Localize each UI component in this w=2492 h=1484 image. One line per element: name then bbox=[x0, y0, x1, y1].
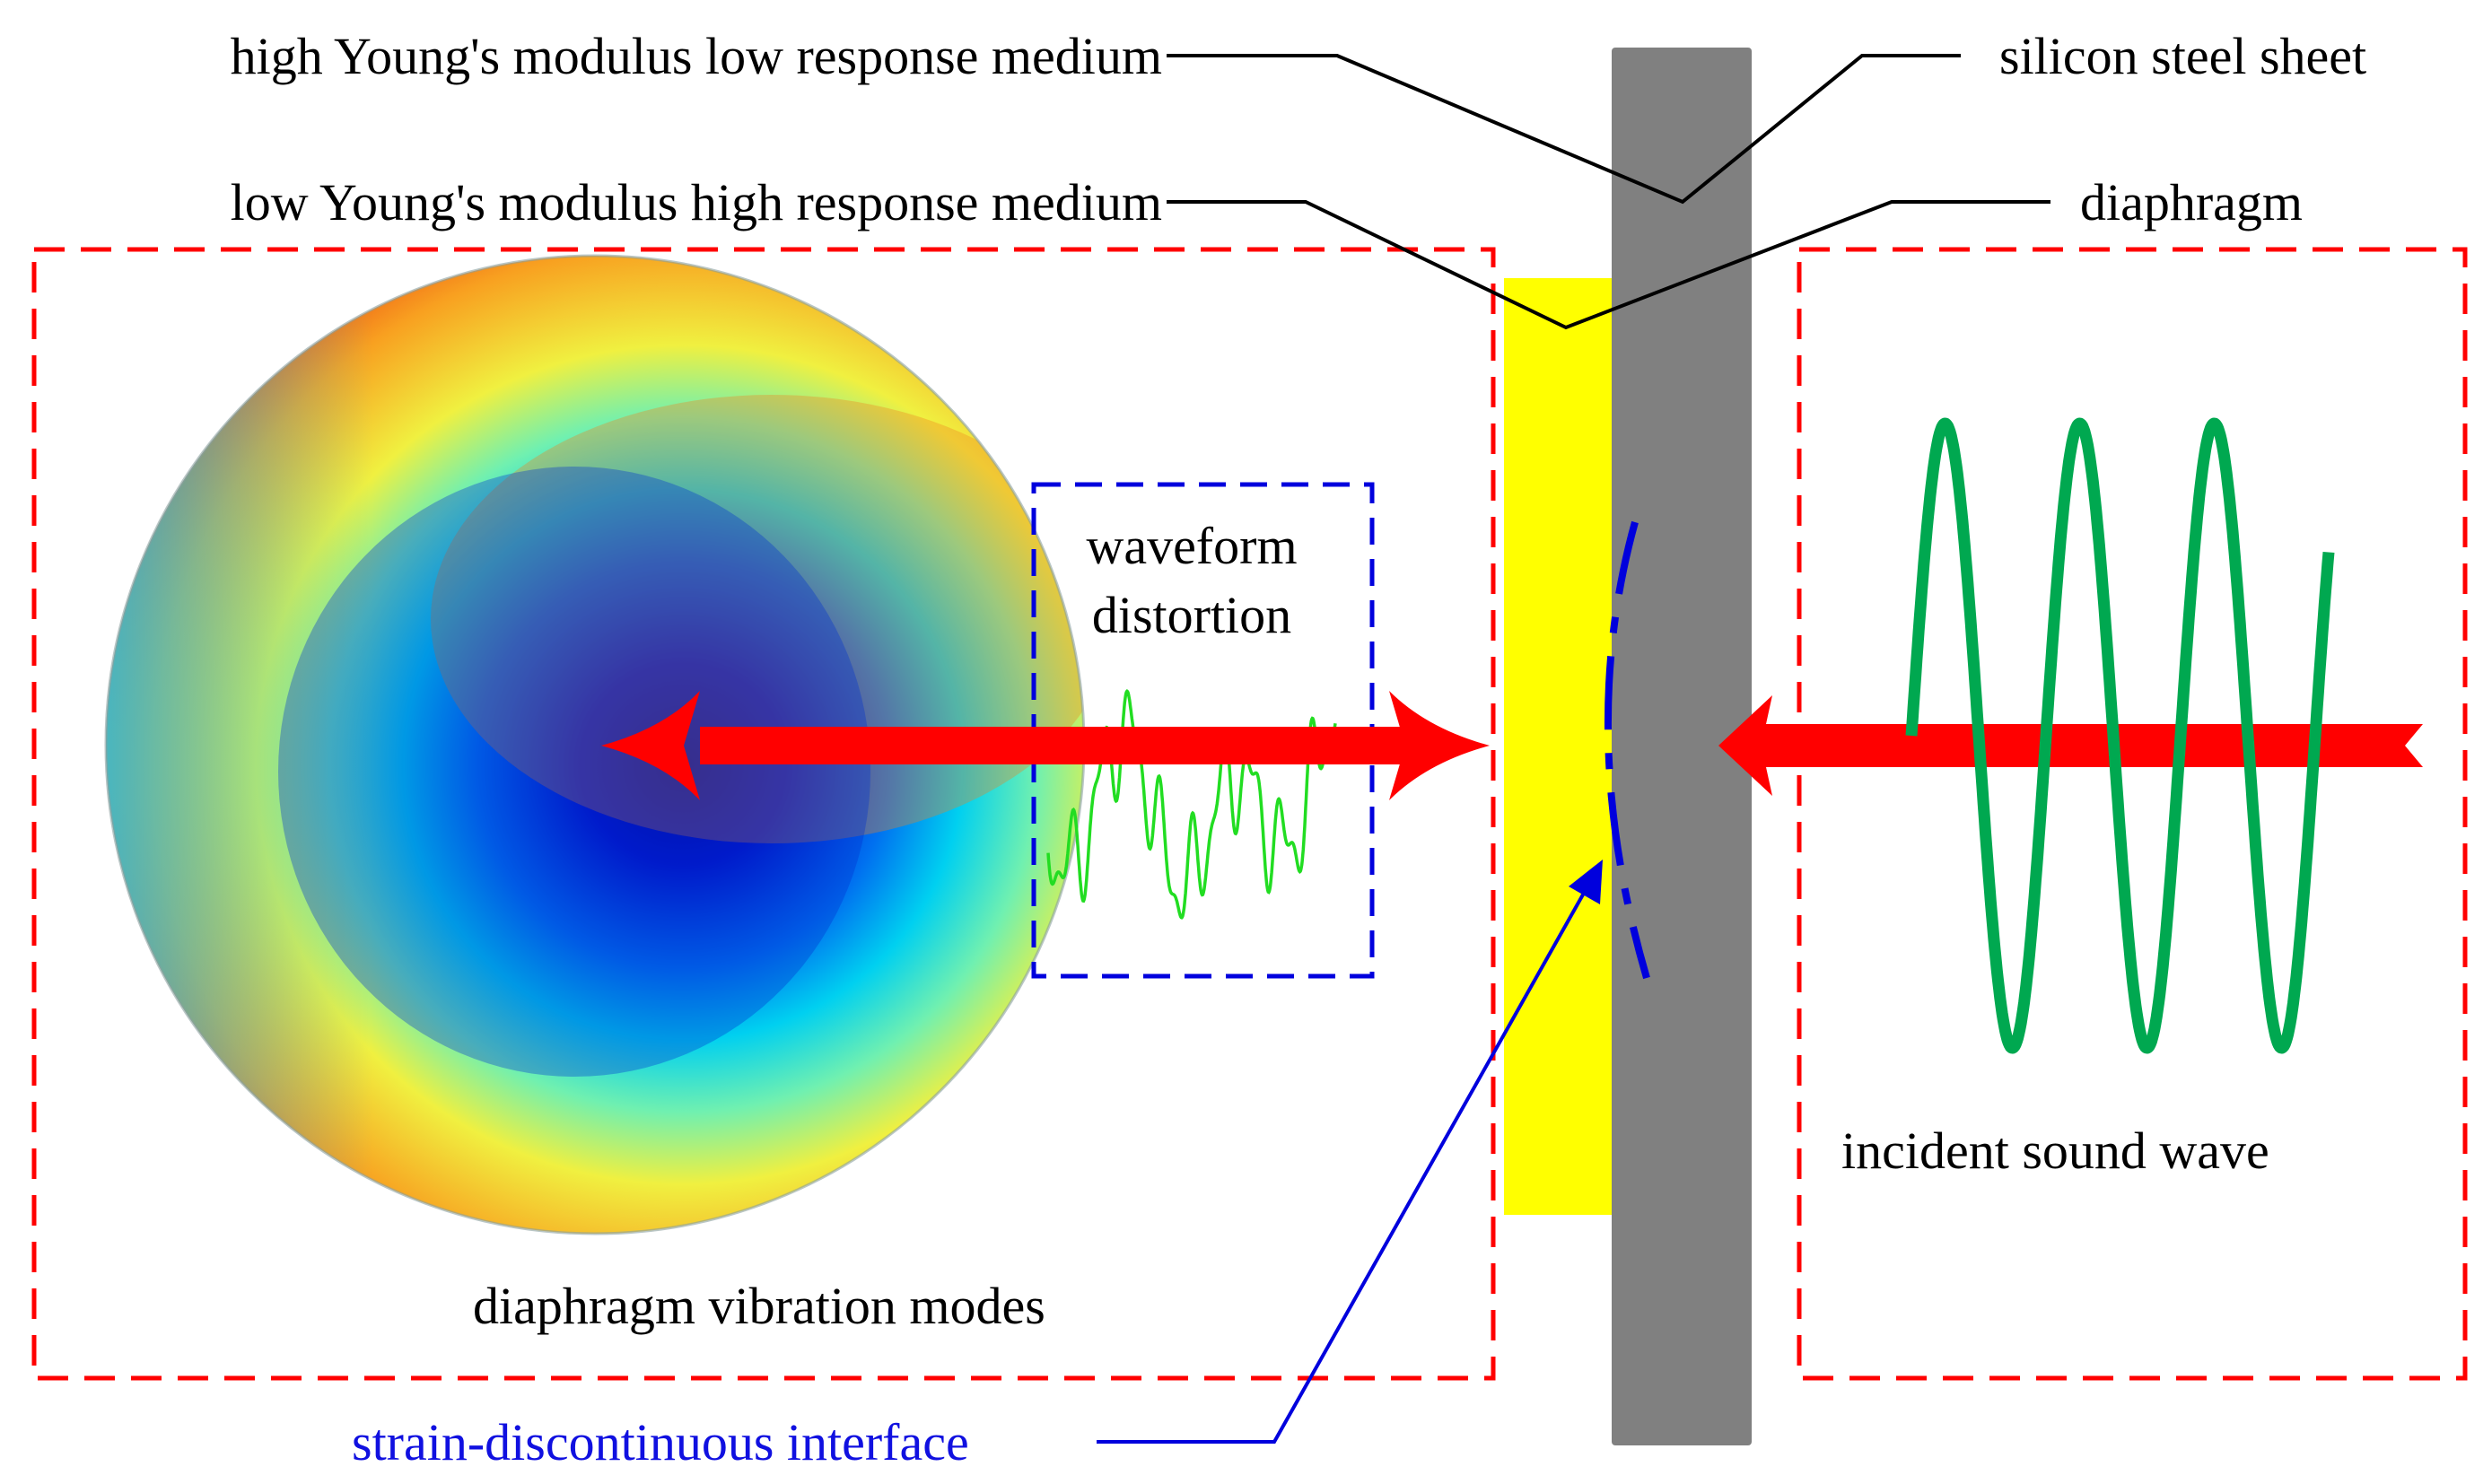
label-silicon-steel-sheet: silicon steel sheet bbox=[1999, 27, 2366, 85]
strain-interface-arrowhead bbox=[1569, 860, 1603, 904]
label-high-modulus-medium: high Young's modulus low response medium bbox=[231, 27, 1162, 85]
label-incident-sound-wave: incident sound wave bbox=[1841, 1122, 2269, 1180]
modal-contour-disc-icon bbox=[104, 254, 1086, 1235]
label-low-modulus-medium: low Young's modulus high response medium bbox=[231, 173, 1162, 231]
label-strain-interface: strain-discontinuous interface bbox=[352, 1413, 969, 1471]
label-diaphragm: diaphragm bbox=[2080, 173, 2303, 231]
sinusoid-wave-icon bbox=[1905, 417, 2335, 1054]
incident-arrow bbox=[1718, 695, 2423, 796]
strain-interface-arc bbox=[1604, 520, 1650, 980]
leader-low-medium bbox=[1167, 200, 2050, 330]
response-arrow bbox=[601, 691, 1490, 800]
leader-high-medium bbox=[1167, 54, 1961, 205]
silicon-steel-sheet bbox=[1612, 48, 1752, 1445]
label-vibration-modes: diaphragm vibration modes bbox=[473, 1277, 1045, 1335]
label-waveform: waveform bbox=[1086, 517, 1297, 575]
label-distortion: distortion bbox=[1092, 586, 1291, 644]
low-modulus-layer bbox=[1504, 278, 1613, 1215]
leader-strain-interface bbox=[1097, 887, 1588, 1444]
distorted-waveform-icon bbox=[1046, 689, 1337, 920]
vibration-mode-frame bbox=[31, 247, 1496, 1381]
incident-wave-frame bbox=[1797, 247, 2468, 1381]
